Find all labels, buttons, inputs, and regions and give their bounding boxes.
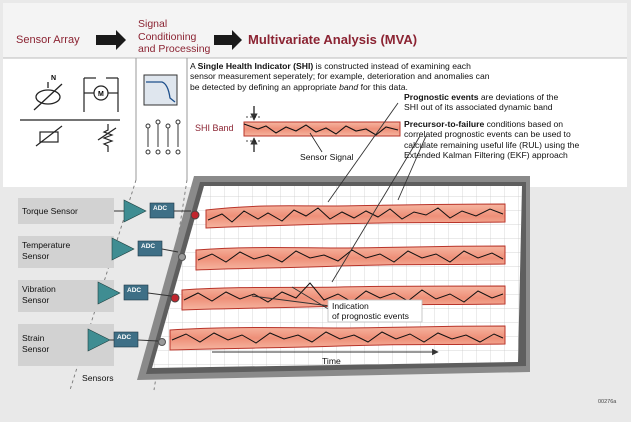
indication-box [327, 299, 423, 323]
figure-id: 00276a [598, 399, 617, 405]
arrow-to-mva [214, 30, 242, 50]
shi-band-illustration [243, 106, 401, 153]
adc-label-torque: ADC [153, 205, 168, 212]
header-signal-line1: Signal [138, 18, 168, 30]
header-signal-line2: Conditioning [138, 30, 197, 43]
shi-note-line2: sensor measurement seperately; for examp… [190, 71, 490, 82]
precursor-note-line2: correlated prognostic events can be used… [404, 129, 571, 140]
signal-band-strain [169, 325, 506, 351]
resistor-icon [97, 124, 117, 152]
time-label: Time [322, 356, 341, 366]
indication-label: Indication of prognostic events [332, 301, 409, 321]
precursor-note: Precursor-to-failure conditions based on… [404, 119, 626, 161]
grid-area [152, 186, 522, 368]
adc-label-temperature: ADC [141, 243, 156, 250]
svg-text:N: N [51, 75, 56, 82]
motor-icon [83, 77, 119, 112]
header-strip [3, 3, 627, 58]
precursor-note-bold: Precursor-to-failure [404, 119, 485, 129]
signal-band-vibration [181, 282, 506, 311]
plot-icon [143, 74, 178, 106]
crossed-sensor-icon [33, 82, 63, 111]
prognostic-note-bold: Prognostic events [404, 92, 479, 102]
amplifier-adc-chain [87, 199, 191, 352]
annotation-pointers [251, 102, 427, 311]
shi-note-italic: band [339, 81, 359, 92]
shi-note: A Single Health Indicator (SHI) is const… [190, 61, 610, 92]
adc-label-strain: ADC [117, 334, 132, 341]
precursor-note-line3: calculate remaining useful life (RUL) us… [404, 139, 580, 150]
svg-text:M: M [98, 91, 104, 98]
frame-connectors [158, 210, 200, 346]
header-signal-line3: and Processing [138, 43, 211, 55]
sensor-label-torque: Torque Sensor [22, 206, 78, 216]
ground-sensor-icon [35, 125, 63, 147]
prognostic-note: Prognostic events are deviations of the … [404, 92, 626, 113]
header-sensor-array: Sensor Array [16, 34, 80, 46]
arrow-to-conditioning [96, 30, 126, 50]
header-mva: Multivariate Analysis (MVA) [248, 32, 418, 47]
shi-band-label: SHI Band [195, 123, 234, 133]
sensor-signal-label: Sensor Signal [300, 152, 354, 162]
pin-array-icon [145, 119, 181, 155]
precursor-note-line4: Extended Kalman Filtering (EKF) approach [404, 150, 568, 161]
signal-band-temperature [195, 245, 506, 271]
prognostic-note-line2: SHI out of its associated dynamic band [404, 102, 553, 113]
signal-band-torque [205, 203, 506, 229]
sensors-caption: Sensors [82, 373, 114, 383]
adc-label-vibration: ADC [127, 287, 142, 294]
shi-note-bold: Single Health Indicator (SHI) [197, 61, 314, 71]
header-signal-conditioning: Signal Conditioning and Processing [138, 18, 210, 56]
